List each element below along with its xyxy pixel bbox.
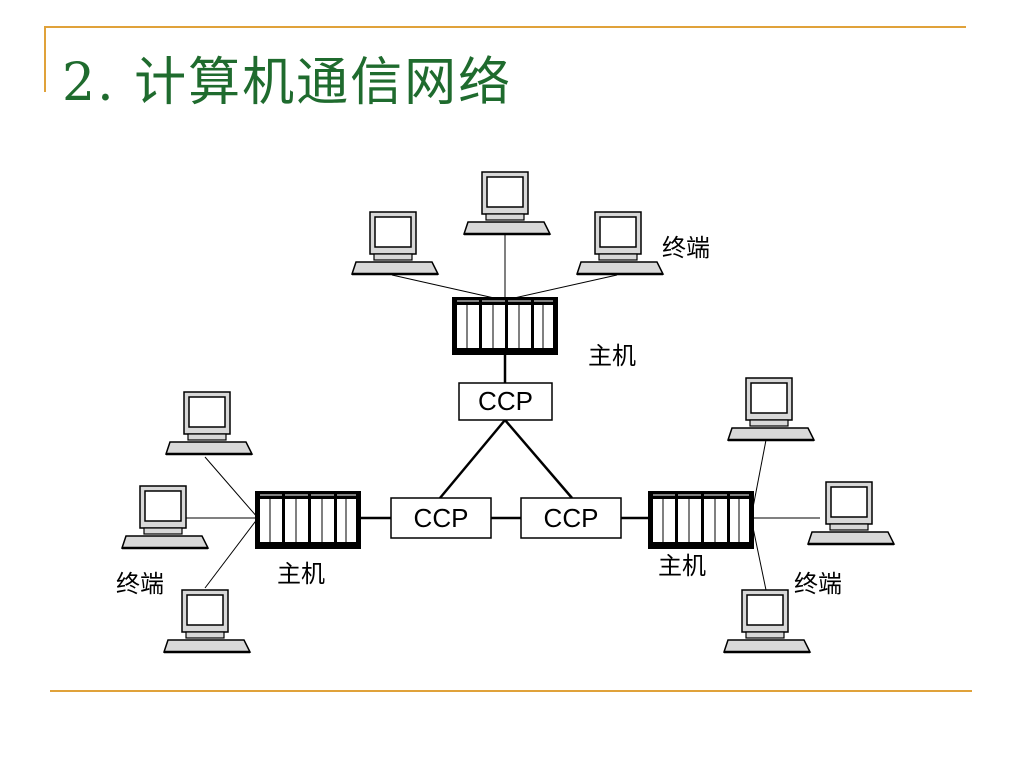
title-rule-left bbox=[44, 26, 46, 92]
host-label: 主机 bbox=[277, 560, 325, 588]
link-top-right-terminal bbox=[504, 274, 618, 301]
ccp-node-right: CCP bbox=[520, 497, 622, 539]
ccp-node-left: CCP bbox=[390, 497, 492, 539]
terminal-icon bbox=[120, 484, 210, 550]
terminal-label: 终端 bbox=[116, 570, 164, 598]
backbone-links bbox=[358, 354, 650, 520]
host-icon-left bbox=[255, 491, 361, 549]
host-label: 主机 bbox=[658, 552, 706, 580]
link-top-left-terminal bbox=[391, 274, 504, 301]
footer-rule bbox=[50, 690, 972, 692]
ccp-label: CCP bbox=[544, 503, 599, 533]
ccp-label: CCP bbox=[478, 386, 533, 416]
link-left-bottom-terminal bbox=[204, 517, 259, 589]
terminal-icon bbox=[164, 390, 254, 456]
terminal-icon bbox=[806, 480, 896, 546]
terminal-icon bbox=[350, 210, 440, 276]
link-left-top-terminal bbox=[204, 456, 259, 519]
host-label: 主机 bbox=[588, 342, 636, 370]
link-ccp-top-left bbox=[439, 419, 506, 499]
slide-title: 2. 计算机通信网络 bbox=[62, 53, 513, 113]
terminal-icon bbox=[462, 170, 552, 236]
terminal-icon bbox=[162, 588, 252, 654]
terminal-icon bbox=[575, 210, 665, 276]
terminal-label: 终端 bbox=[794, 570, 842, 598]
ccp-label: CCP bbox=[414, 503, 469, 533]
terminal-icon bbox=[722, 588, 812, 654]
host-icon-top bbox=[452, 297, 558, 355]
host-icon-right bbox=[648, 491, 754, 549]
terminal-icon bbox=[726, 376, 816, 442]
terminal-label: 终端 bbox=[662, 234, 710, 262]
title-rule-top bbox=[44, 26, 966, 28]
ccp-node-top: CCP bbox=[458, 382, 553, 421]
link-ccp-top-right bbox=[504, 419, 573, 499]
